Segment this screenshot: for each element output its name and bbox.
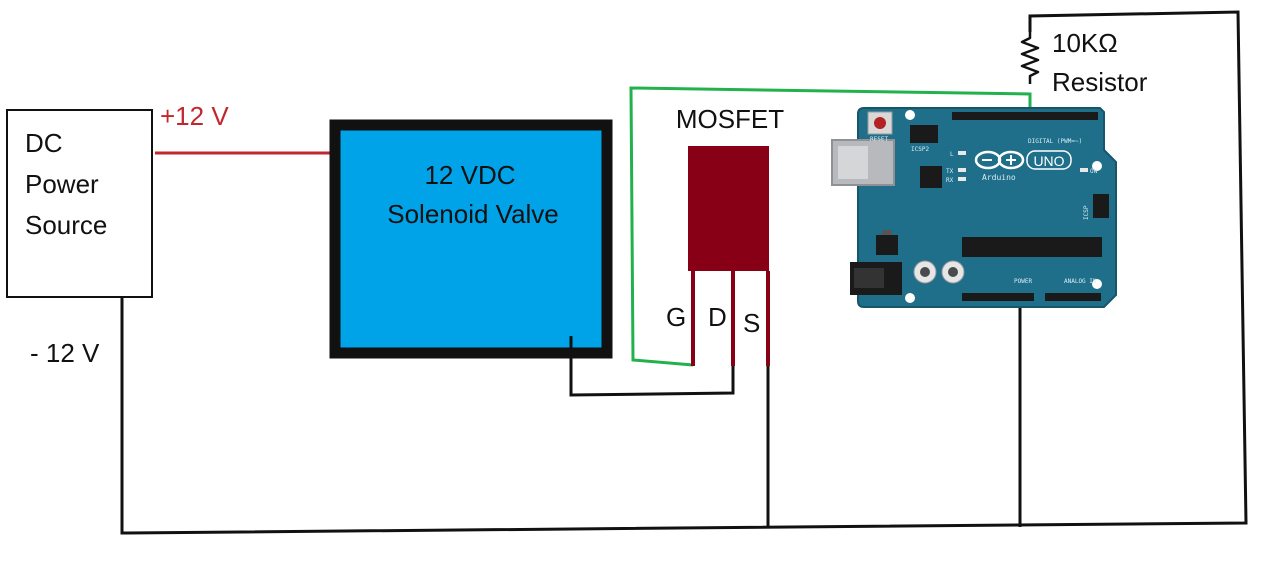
icsp-header	[1093, 194, 1109, 218]
mosfet-pin-s: S	[743, 308, 760, 338]
reset-button-cap	[874, 117, 886, 129]
capacitor-top	[920, 267, 930, 277]
uno-badge	[1026, 150, 1072, 170]
usb-connector-inner	[838, 146, 868, 179]
rx-label: RX	[946, 177, 954, 184]
resistor-symbol	[1020, 32, 1040, 84]
uno-label: UNO	[1033, 153, 1064, 169]
tx-label: TX	[946, 168, 954, 175]
microcontroller-chip	[962, 237, 1102, 257]
led-l-label: L	[950, 151, 954, 158]
digital-header	[952, 112, 1098, 120]
solenoid-line2: Solenoid Valve	[387, 199, 559, 229]
led-tx	[958, 168, 966, 172]
power-source-line3: Source	[25, 210, 107, 240]
mosfet-pin-g: G	[666, 302, 686, 332]
icsp2-header	[910, 125, 938, 143]
mosfet-body	[688, 146, 769, 271]
regulator-tab	[882, 230, 892, 235]
analog-header	[1045, 293, 1101, 301]
led-rx	[958, 177, 966, 181]
positive-voltage-label: +12 V	[160, 101, 229, 131]
arduino-uno-board: RESET ICSP2 DIGITAL (PWM=~) UNO Arduino …	[831, 107, 1117, 308]
arduino-pcb	[857, 107, 1117, 308]
icsp2-label: ICSP2	[911, 146, 929, 153]
gate-control-wire	[629, 86, 1032, 367]
on-label: ON	[1090, 168, 1098, 175]
mounting-hole	[905, 110, 915, 120]
mounting-hole	[1092, 161, 1102, 171]
negative-voltage-label: - 12 V	[30, 338, 100, 368]
capacitor-top	[948, 267, 958, 277]
dc-jack-inner	[854, 268, 884, 288]
analog-label: ANALOG IN	[1064, 278, 1097, 285]
voltage-regulator	[876, 235, 898, 255]
reset-label: RESET	[870, 136, 888, 143]
digital-label: DIGITAL (PWM=~)	[1028, 138, 1082, 145]
power-header	[962, 293, 1034, 301]
solenoid-line1: 12 VDC	[424, 160, 515, 190]
arduino-brand-label: Arduino	[982, 173, 1016, 182]
led-on	[1080, 168, 1088, 172]
mosfet-pin-d: D	[708, 302, 727, 332]
power-source-line2: Power	[25, 169, 99, 199]
mounting-hole	[905, 293, 915, 303]
resistor-value: 10KΩ	[1052, 28, 1118, 58]
solenoid-valve-box	[329, 119, 613, 359]
ground-wire-return	[120, 10, 1248, 535]
power-label: POWER	[1014, 278, 1032, 285]
usb-chip	[920, 166, 942, 188]
led-l	[958, 151, 966, 155]
resistor-label: Resistor	[1052, 67, 1148, 97]
solenoid-drain-wire	[569, 336, 735, 397]
mosfet-title: MOSFET	[676, 104, 784, 134]
power-source-box	[6, 109, 153, 298]
mounting-hole	[1092, 279, 1102, 289]
power-source-line1: DC	[25, 128, 63, 158]
icsp-label: ICSP	[1083, 205, 1090, 220]
arduino-logo-icon	[974, 150, 1025, 170]
